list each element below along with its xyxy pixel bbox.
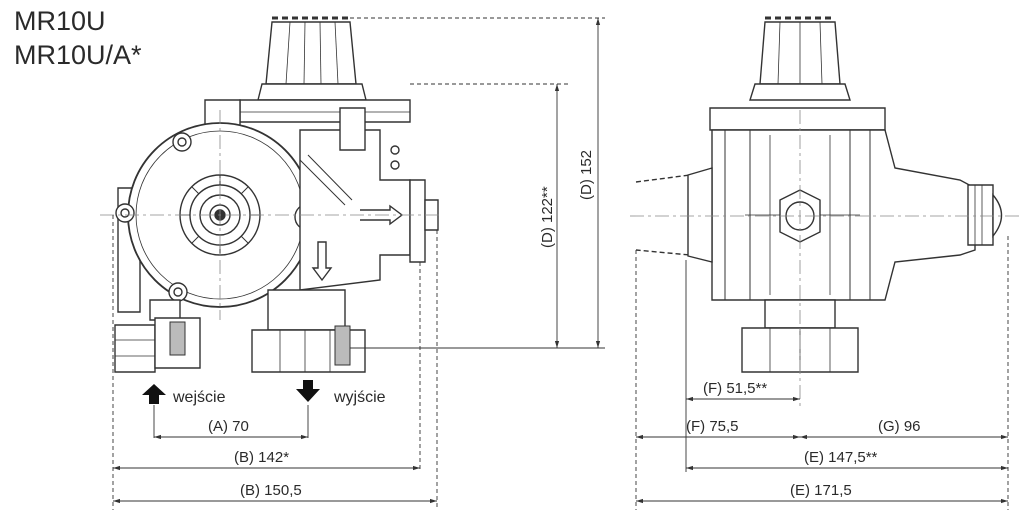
dim-f-label: (F) 75,5: [686, 418, 739, 435]
outlet-label: wyjście: [333, 389, 386, 406]
inlet-arrow-icon: [142, 384, 166, 404]
front-dimensions: [112, 17, 605, 510]
dim-a-label: (A) 70: [208, 418, 249, 435]
front-view: [114, 16, 439, 373]
spring-housing-front: [239, 16, 411, 123]
dim-e-star-label: (E) 147,5**: [804, 449, 878, 466]
dim-g-label: (G) 96: [878, 418, 921, 435]
dim-d-star-label: (D) 122**: [539, 186, 556, 248]
dim-b-star-label: (B) 142*: [234, 449, 289, 466]
side-center-lines: [630, 110, 1022, 410]
outlet-arrow-icon: [296, 380, 320, 402]
inlet-connector: [114, 299, 201, 373]
drawing-title-line2: MR10U/A*: [14, 40, 142, 70]
inlet-label: wejście: [172, 389, 226, 406]
dim-b-label: (B) 150,5: [240, 482, 302, 499]
outlet-connector: [251, 289, 366, 373]
dim-d-label: (D) 152: [578, 150, 595, 200]
side-dimensions: [635, 236, 1009, 510]
front-center-lines: [100, 110, 440, 320]
spring-housing-side: [709, 16, 886, 131]
drawing-title-line1: MR10U: [14, 6, 106, 36]
dim-e-label: (E) 171,5: [790, 482, 852, 499]
dim-f-star-label: (F) 51,5**: [703, 380, 767, 397]
side-view: [635, 16, 1003, 373]
